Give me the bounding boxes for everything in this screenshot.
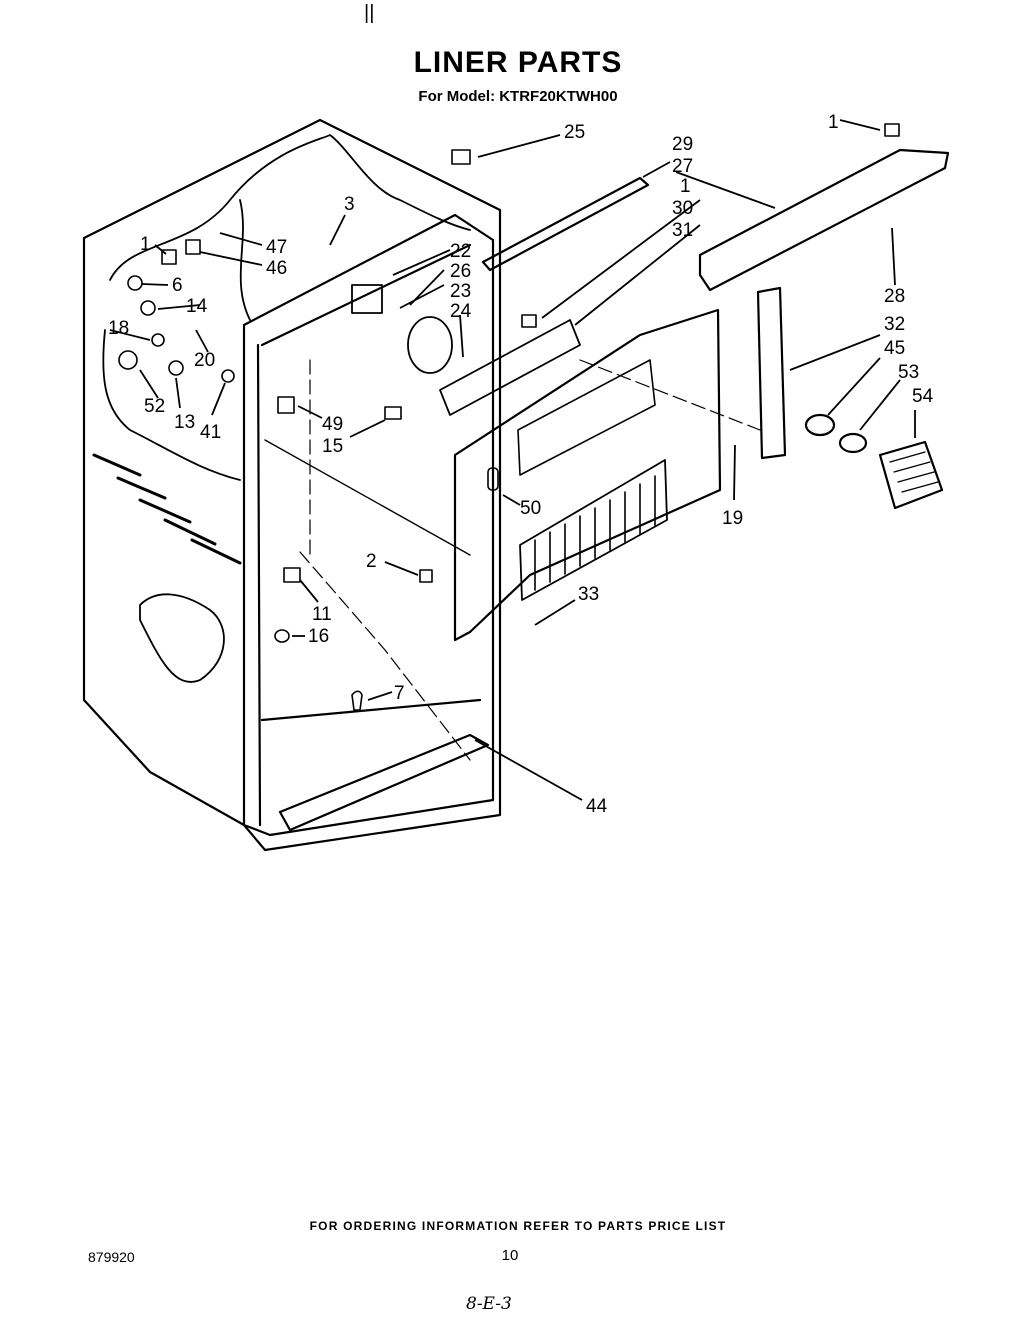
callout-13: 13 <box>174 412 195 433</box>
callout-19: 19 <box>722 508 743 529</box>
callout-30: 30 <box>672 198 693 219</box>
callout-41: 41 <box>200 422 221 443</box>
callout-25: 25 <box>564 122 585 143</box>
bracket-31 <box>439 319 581 416</box>
cabinet-shell <box>82 118 502 852</box>
wiring-harness <box>102 134 471 481</box>
callout-44: 44 <box>586 796 608 817</box>
callout-1c: 1 <box>140 234 151 255</box>
callout-7: 7 <box>394 683 405 704</box>
callout-32: 32 <box>884 314 905 335</box>
rail-29 <box>481 176 650 272</box>
fan-blade <box>407 316 453 374</box>
callout-28: 28 <box>884 286 905 307</box>
top-mark: || <box>364 2 375 24</box>
callout-52: 52 <box>144 396 165 417</box>
callout-50: 50 <box>520 498 541 519</box>
callout-53: 53 <box>898 362 919 383</box>
callout-49: 49 <box>322 414 343 435</box>
callout-18: 18 <box>108 318 129 339</box>
callout-2: 2 <box>366 551 377 572</box>
callout-16: 16 <box>308 626 329 647</box>
callout-45: 45 <box>884 338 905 359</box>
fan-motor <box>351 284 383 314</box>
callout-33: 33 <box>578 584 599 605</box>
page-title: LINER PARTS <box>413 46 623 79</box>
light-socket <box>804 413 836 437</box>
callout-20: 20 <box>194 350 215 371</box>
callout-46: 46 <box>266 258 287 279</box>
callout-11: 11 <box>312 604 332 625</box>
callout-31: 31 <box>672 220 693 241</box>
callout-3: 3 <box>344 194 355 215</box>
callout-1a: 1 <box>828 112 839 133</box>
callout-15: 15 <box>322 436 343 457</box>
callout-47: 47 <box>266 237 287 258</box>
ordering-note: FOR ORDERING INFORMATION REFER TO PARTS … <box>309 1219 727 1233</box>
cabinet-front-frame <box>242 213 495 837</box>
callout-29: 29 <box>672 134 693 155</box>
callout-6: 6 <box>172 275 183 296</box>
callout-14: 14 <box>186 296 208 317</box>
callout-26: 26 <box>450 261 471 282</box>
callout-1b: 1 <box>680 176 691 197</box>
grille <box>519 459 668 601</box>
light-bulb <box>838 432 868 454</box>
callout-24: 24 <box>450 301 472 322</box>
page-number: 10 <box>501 1247 519 1264</box>
rail-27 <box>698 148 950 292</box>
callout-23: 23 <box>450 281 471 302</box>
callout-54: 54 <box>912 386 934 407</box>
document-number: 879920 <box>88 1249 135 1265</box>
side-blob <box>139 593 225 683</box>
light-cover <box>878 440 944 510</box>
light-shield <box>756 286 787 460</box>
handwritten-note: 8-E-3 <box>466 1294 512 1314</box>
bottom-trim <box>278 733 490 832</box>
callout-27: 27 <box>672 156 693 177</box>
model-subtitle: For Model: KTRF20KTWH00 <box>418 88 618 105</box>
callout-22: 22 <box>450 241 471 262</box>
